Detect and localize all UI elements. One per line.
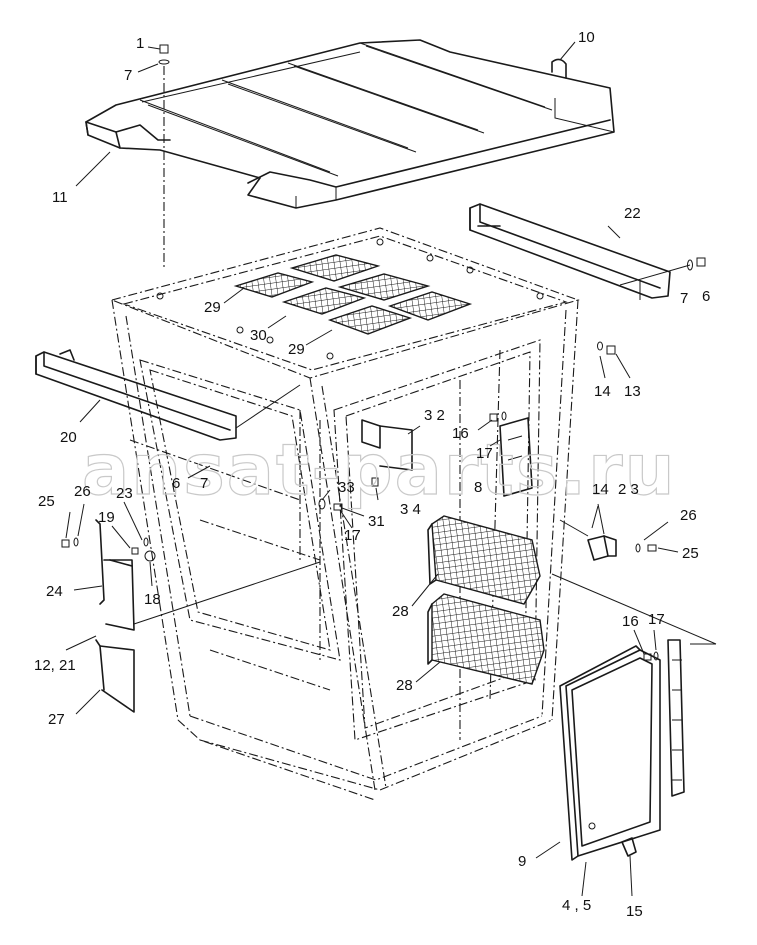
cab-frame — [110, 227, 580, 801]
callout-31: 31 — [368, 513, 385, 530]
callout-18: 18 — [144, 591, 161, 608]
callout-23: 23 — [116, 485, 133, 502]
callout-15: 15 — [626, 903, 643, 920]
callout-16: 16 — [622, 613, 639, 630]
callout-4-5: 4 , 5 — [562, 897, 591, 914]
callout-6: 6 — [172, 475, 180, 492]
right-latch — [559, 519, 657, 561]
callout-14: 14 — [592, 481, 609, 498]
callout-29: 29 — [288, 341, 305, 358]
callout-12-21: 12, 21 — [34, 657, 76, 674]
watermark: ansat-parts.ru — [82, 429, 676, 511]
callout-34: 3 4 — [400, 501, 421, 518]
callout-10: 10 — [578, 29, 595, 46]
rear-bar — [35, 349, 301, 441]
callout-22: 22 — [624, 205, 641, 222]
callout-23: 2 3 — [618, 481, 639, 498]
callout-25: 25 — [38, 493, 55, 510]
callout-17: 17 — [648, 611, 665, 628]
callout-8: 8 — [474, 479, 482, 496]
leader-lines — [65, 41, 679, 897]
callout-17: 17 — [344, 527, 361, 544]
roof-panel — [85, 39, 615, 209]
roof-bolt — [158, 44, 170, 270]
callout-32: 3 2 — [424, 407, 445, 424]
screw-right-mid — [597, 341, 616, 355]
callout-26: 26 — [74, 483, 91, 500]
callout-6: 6 — [702, 288, 710, 305]
callout-1: 1 — [136, 35, 144, 52]
rear-grids — [427, 515, 545, 685]
callout-11: 11 — [52, 189, 68, 206]
callout-20: 20 — [60, 429, 77, 446]
center-brackets — [318, 411, 533, 511]
callout-28: 28 — [396, 677, 413, 694]
callout-16: 16 — [452, 425, 469, 442]
callout-13: 13 — [624, 383, 641, 400]
callout-30: 30 — [250, 327, 267, 344]
callout-19: 19 — [98, 509, 115, 526]
front-bar — [469, 203, 671, 300]
callout-25: 25 — [682, 545, 699, 562]
callout-27: 27 — [48, 711, 65, 728]
callout-labels: 1 7 10 11 22 7 6 29 30 29 14 13 20 3 2 1… — [34, 29, 710, 920]
callout-7: 7 — [124, 67, 132, 84]
callout-24: 24 — [46, 583, 63, 600]
callout-17: 17 — [476, 445, 493, 462]
hinge-strip — [643, 639, 716, 797]
callout-26: 26 — [680, 507, 697, 524]
bolt-right-top — [619, 257, 706, 286]
callout-28: 28 — [392, 603, 409, 620]
side-window-door — [551, 573, 717, 861]
callout-29: 29 — [204, 299, 221, 316]
callout-14: 14 — [594, 383, 611, 400]
callout-7: 7 — [680, 290, 688, 307]
callout-9: 9 — [518, 853, 526, 870]
left-handle-assembly — [61, 519, 321, 713]
callout-7: 7 — [200, 475, 208, 492]
roof-filters — [233, 254, 473, 335]
callout-33: 33 — [338, 479, 355, 496]
